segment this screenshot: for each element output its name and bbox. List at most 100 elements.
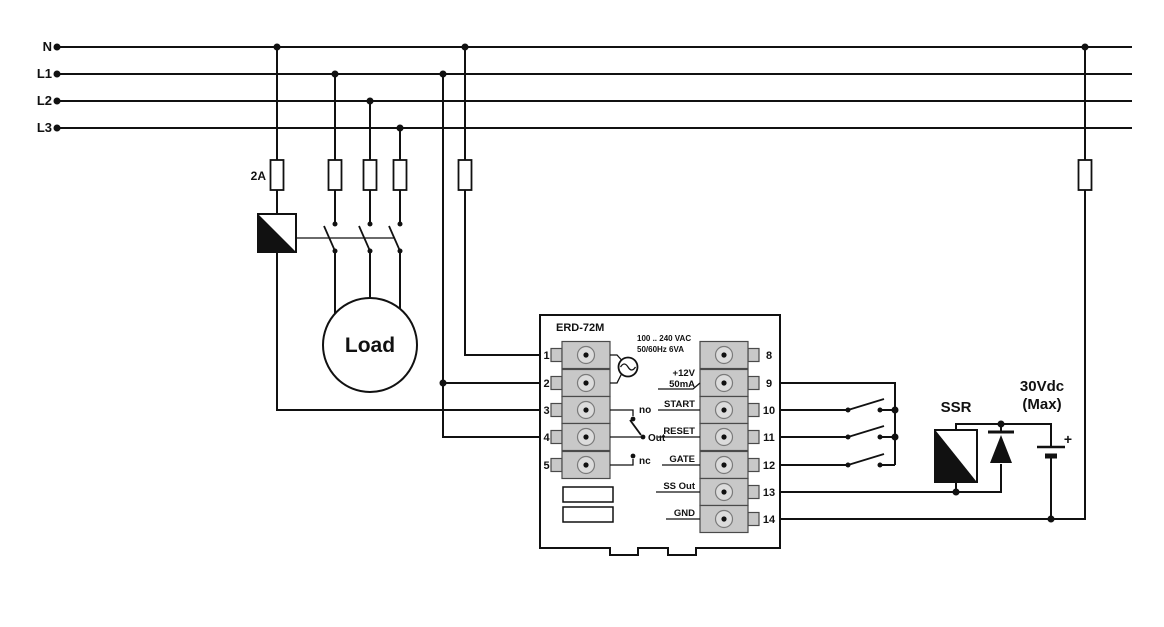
ac-connector-lines: [610, 354, 623, 384]
terminal-number-8: 8: [766, 350, 772, 362]
io-leader-lines: [656, 382, 701, 520]
rail-l3-start-dot: [53, 124, 61, 132]
ac-symbol: [610, 354, 639, 384]
terminal-number-13: 13: [763, 487, 775, 499]
ssr-label: SSR: [941, 399, 972, 416]
junction-dot: [331, 70, 339, 78]
io-label-ssout: SS Out: [663, 481, 696, 492]
wire-12v-switch-bus: [780, 382, 896, 465]
io-label-12v: +12V: [673, 368, 696, 379]
relay-common-dot: [640, 434, 646, 440]
terminal-number-3: 3: [543, 405, 549, 417]
switch-dot: [845, 407, 851, 413]
switch-dot: [877, 407, 883, 413]
fuses: 2A: [251, 159, 1093, 191]
ssr-box: [934, 429, 978, 483]
ssr-triangle-fill: [936, 431, 976, 481]
terminal-number-10: 10: [763, 405, 775, 417]
contactor-coil-fill: [258, 214, 296, 252]
junction-dot: [439, 379, 447, 387]
reset-switch-lever: [847, 425, 885, 438]
relay-no-dot: [630, 416, 636, 422]
gate-switch-lever: [847, 453, 885, 466]
junction-dot: [461, 43, 469, 51]
fuse-l3: [392, 159, 408, 191]
terminal-block-left: 1 2 3 4 5: [543, 340, 611, 480]
junction-dot: [1081, 43, 1089, 51]
switch-dot: [877, 462, 883, 468]
diode-triangle: [990, 435, 1012, 463]
junction-dot: [1047, 515, 1055, 523]
terminal-number-1: 1: [543, 350, 549, 362]
contactor-coil-box: [257, 213, 297, 253]
relay-no-label: no: [639, 405, 651, 416]
battery-plus-sign: +: [1064, 431, 1072, 447]
contact-dot: [367, 221, 373, 227]
junction-dot: [997, 420, 1005, 428]
fuse-2a: [269, 159, 285, 191]
ac-sine-glyph: [619, 363, 637, 371]
rail-l1-label: L1: [37, 66, 52, 81]
io-label-gnd: GND: [674, 508, 695, 519]
branch-wires: [276, 47, 1086, 520]
junction-dot: [273, 43, 281, 51]
terminal-number-5: 5: [543, 460, 549, 472]
dc-voltage-label-line2: (Max): [1022, 396, 1061, 413]
device-title: ERD-72M: [556, 322, 604, 334]
power-rating-line2: 50/60Hz 6VA: [637, 345, 684, 354]
fuse-right: [1077, 159, 1093, 191]
relay-nc-dot: [630, 453, 636, 459]
wire-n-terminal1: [464, 47, 540, 356]
io-label-start: START: [664, 399, 695, 410]
din-clip-lower: [562, 506, 614, 523]
dc-voltage-label-line1: 30Vdc: [1020, 378, 1064, 395]
switch-dot: [845, 434, 851, 440]
junction-dot: [366, 97, 374, 105]
device: ERD-72M 1 2 3 4 5 8 9 10 11 1: [539, 314, 781, 556]
junction-dots: [273, 43, 1089, 523]
contact-dot: [397, 221, 403, 227]
switch-dot: [845, 462, 851, 468]
power-rails: N L1 L2 L3: [37, 39, 1132, 135]
junction-dot: [952, 488, 960, 496]
io-labels: +12V 50mA START RESET GATE SS Out GND: [656, 368, 701, 520]
switch-dot: [877, 434, 883, 440]
wire-n-fuse-gnd-line: [780, 47, 1086, 520]
wire-l1-terminal2-terminal4: [442, 74, 540, 438]
relay-common-label: Out: [648, 433, 666, 444]
input-switches: [780, 382, 896, 468]
din-clip-upper: [562, 486, 614, 503]
start-switch-lever: [847, 398, 885, 411]
contact-dot: [332, 221, 338, 227]
relay-nc-label: nc: [639, 456, 651, 467]
rail-l2-label: L2: [37, 93, 52, 108]
ssr-circuit: SSR + 30Vdc (Max): [780, 378, 1072, 519]
terminal-number-14: 14: [763, 514, 776, 526]
load-label: Load: [345, 334, 395, 357]
rail-n-label: N: [43, 39, 52, 54]
io-label-50ma: 50mA: [669, 379, 695, 390]
load-circle: [322, 297, 418, 393]
terminal-number-2: 2: [543, 378, 549, 390]
contactor: [257, 213, 403, 254]
rail-l1-start-dot: [53, 70, 61, 78]
terminal-number-11: 11: [763, 432, 775, 444]
contact-lever-3: [388, 225, 401, 252]
fuse-supply: [457, 159, 473, 191]
fuse-l1: [327, 159, 343, 191]
load: Load: [322, 297, 418, 393]
fuse-2a-label: 2A: [251, 169, 267, 183]
rail-l2-start-dot: [53, 97, 61, 105]
power-rating-line1: 100 .. 240 VAC: [637, 334, 691, 343]
junction-dot: [891, 406, 899, 414]
terminal-number-4: 4: [543, 432, 550, 444]
rail-n-start-dot: [53, 43, 61, 51]
terminal-block-right: 8 9 10 11 12 13 14: [699, 340, 776, 534]
relay-contact-lines: [610, 409, 641, 466]
contact-lever-2: [358, 225, 371, 252]
io-label-gate: GATE: [669, 454, 695, 465]
junction-dot: [439, 70, 447, 78]
terminal-number-9: 9: [766, 378, 772, 390]
